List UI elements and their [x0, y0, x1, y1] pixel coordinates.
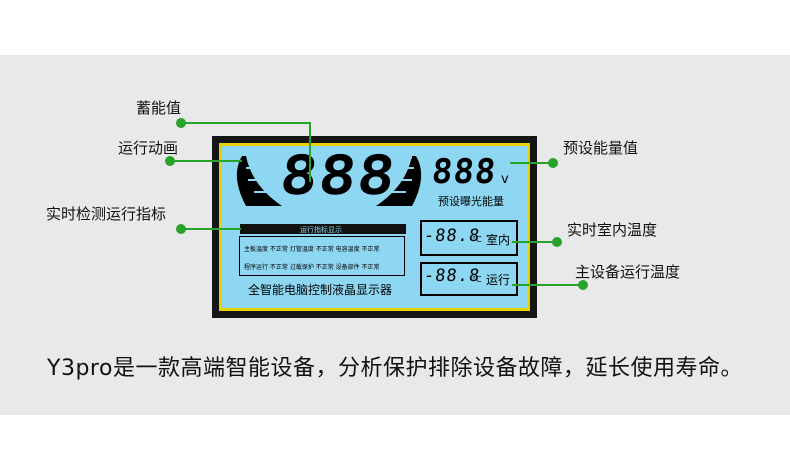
- leader-preset-energy: [510, 162, 552, 164]
- indicator-title-bar: [240, 224, 406, 234]
- room-temp-box: [420, 220, 518, 256]
- yellow-border-top: [219, 143, 530, 146]
- yellow-border-bottom: [219, 308, 530, 311]
- run-animation-arcs: [236, 156, 422, 206]
- label-preset-energy: 预设能量值: [563, 139, 639, 157]
- product-caption: Y3pro是一款高端智能设备，分析保护排除设备故障，延长使用寿命。: [47, 356, 743, 381]
- leader-storage-v: [309, 122, 311, 182]
- leader-run-animation: [170, 160, 242, 162]
- run-temp-unit: °C: [472, 275, 482, 284]
- run-temp-box: [420, 262, 518, 296]
- lcd-bottom-caption: 全智能电脑控制液晶显示器: [248, 283, 393, 297]
- preset-energy-caption: 预设曝光能量: [438, 195, 504, 208]
- preset-energy-digits: 888: [429, 152, 499, 192]
- volt-unit: v: [501, 172, 509, 187]
- yellow-border-left: [219, 143, 222, 311]
- label-run-animation: 运行动画: [118, 139, 179, 157]
- leader-room-temp: [512, 241, 556, 243]
- dot-device-temp: [578, 280, 588, 290]
- indicator-title: 运行指标显示: [300, 226, 342, 234]
- dot-room-temp: [552, 237, 562, 247]
- label-realtime-indicator: 实时检测运行指标: [46, 205, 167, 223]
- leader-device-temp: [512, 284, 582, 286]
- label-device-temp: 主设备运行温度: [575, 263, 681, 281]
- yellow-border-right: [527, 143, 530, 311]
- room-temp-label: 室内: [486, 233, 511, 247]
- leader-realtime-indicator: [181, 228, 241, 230]
- leader-storage-h: [181, 122, 311, 124]
- storage-digits: 888: [276, 144, 400, 207]
- indicator-row-2: 程序运行 不正常 过载保护 不正常 设备部件 不正常: [244, 264, 380, 271]
- indicator-box: [239, 236, 405, 276]
- indicator-row-1: 主板温度 不正常 灯管温度 不正常 电容温度 不正常: [244, 246, 380, 253]
- room-temp-unit: °C: [472, 235, 482, 244]
- label-storage-value: 蓄能值: [136, 99, 182, 117]
- dot-preset-energy: [548, 158, 558, 168]
- label-room-temp: 实时室内温度: [567, 221, 658, 239]
- run-temp-label: 运行: [486, 273, 511, 287]
